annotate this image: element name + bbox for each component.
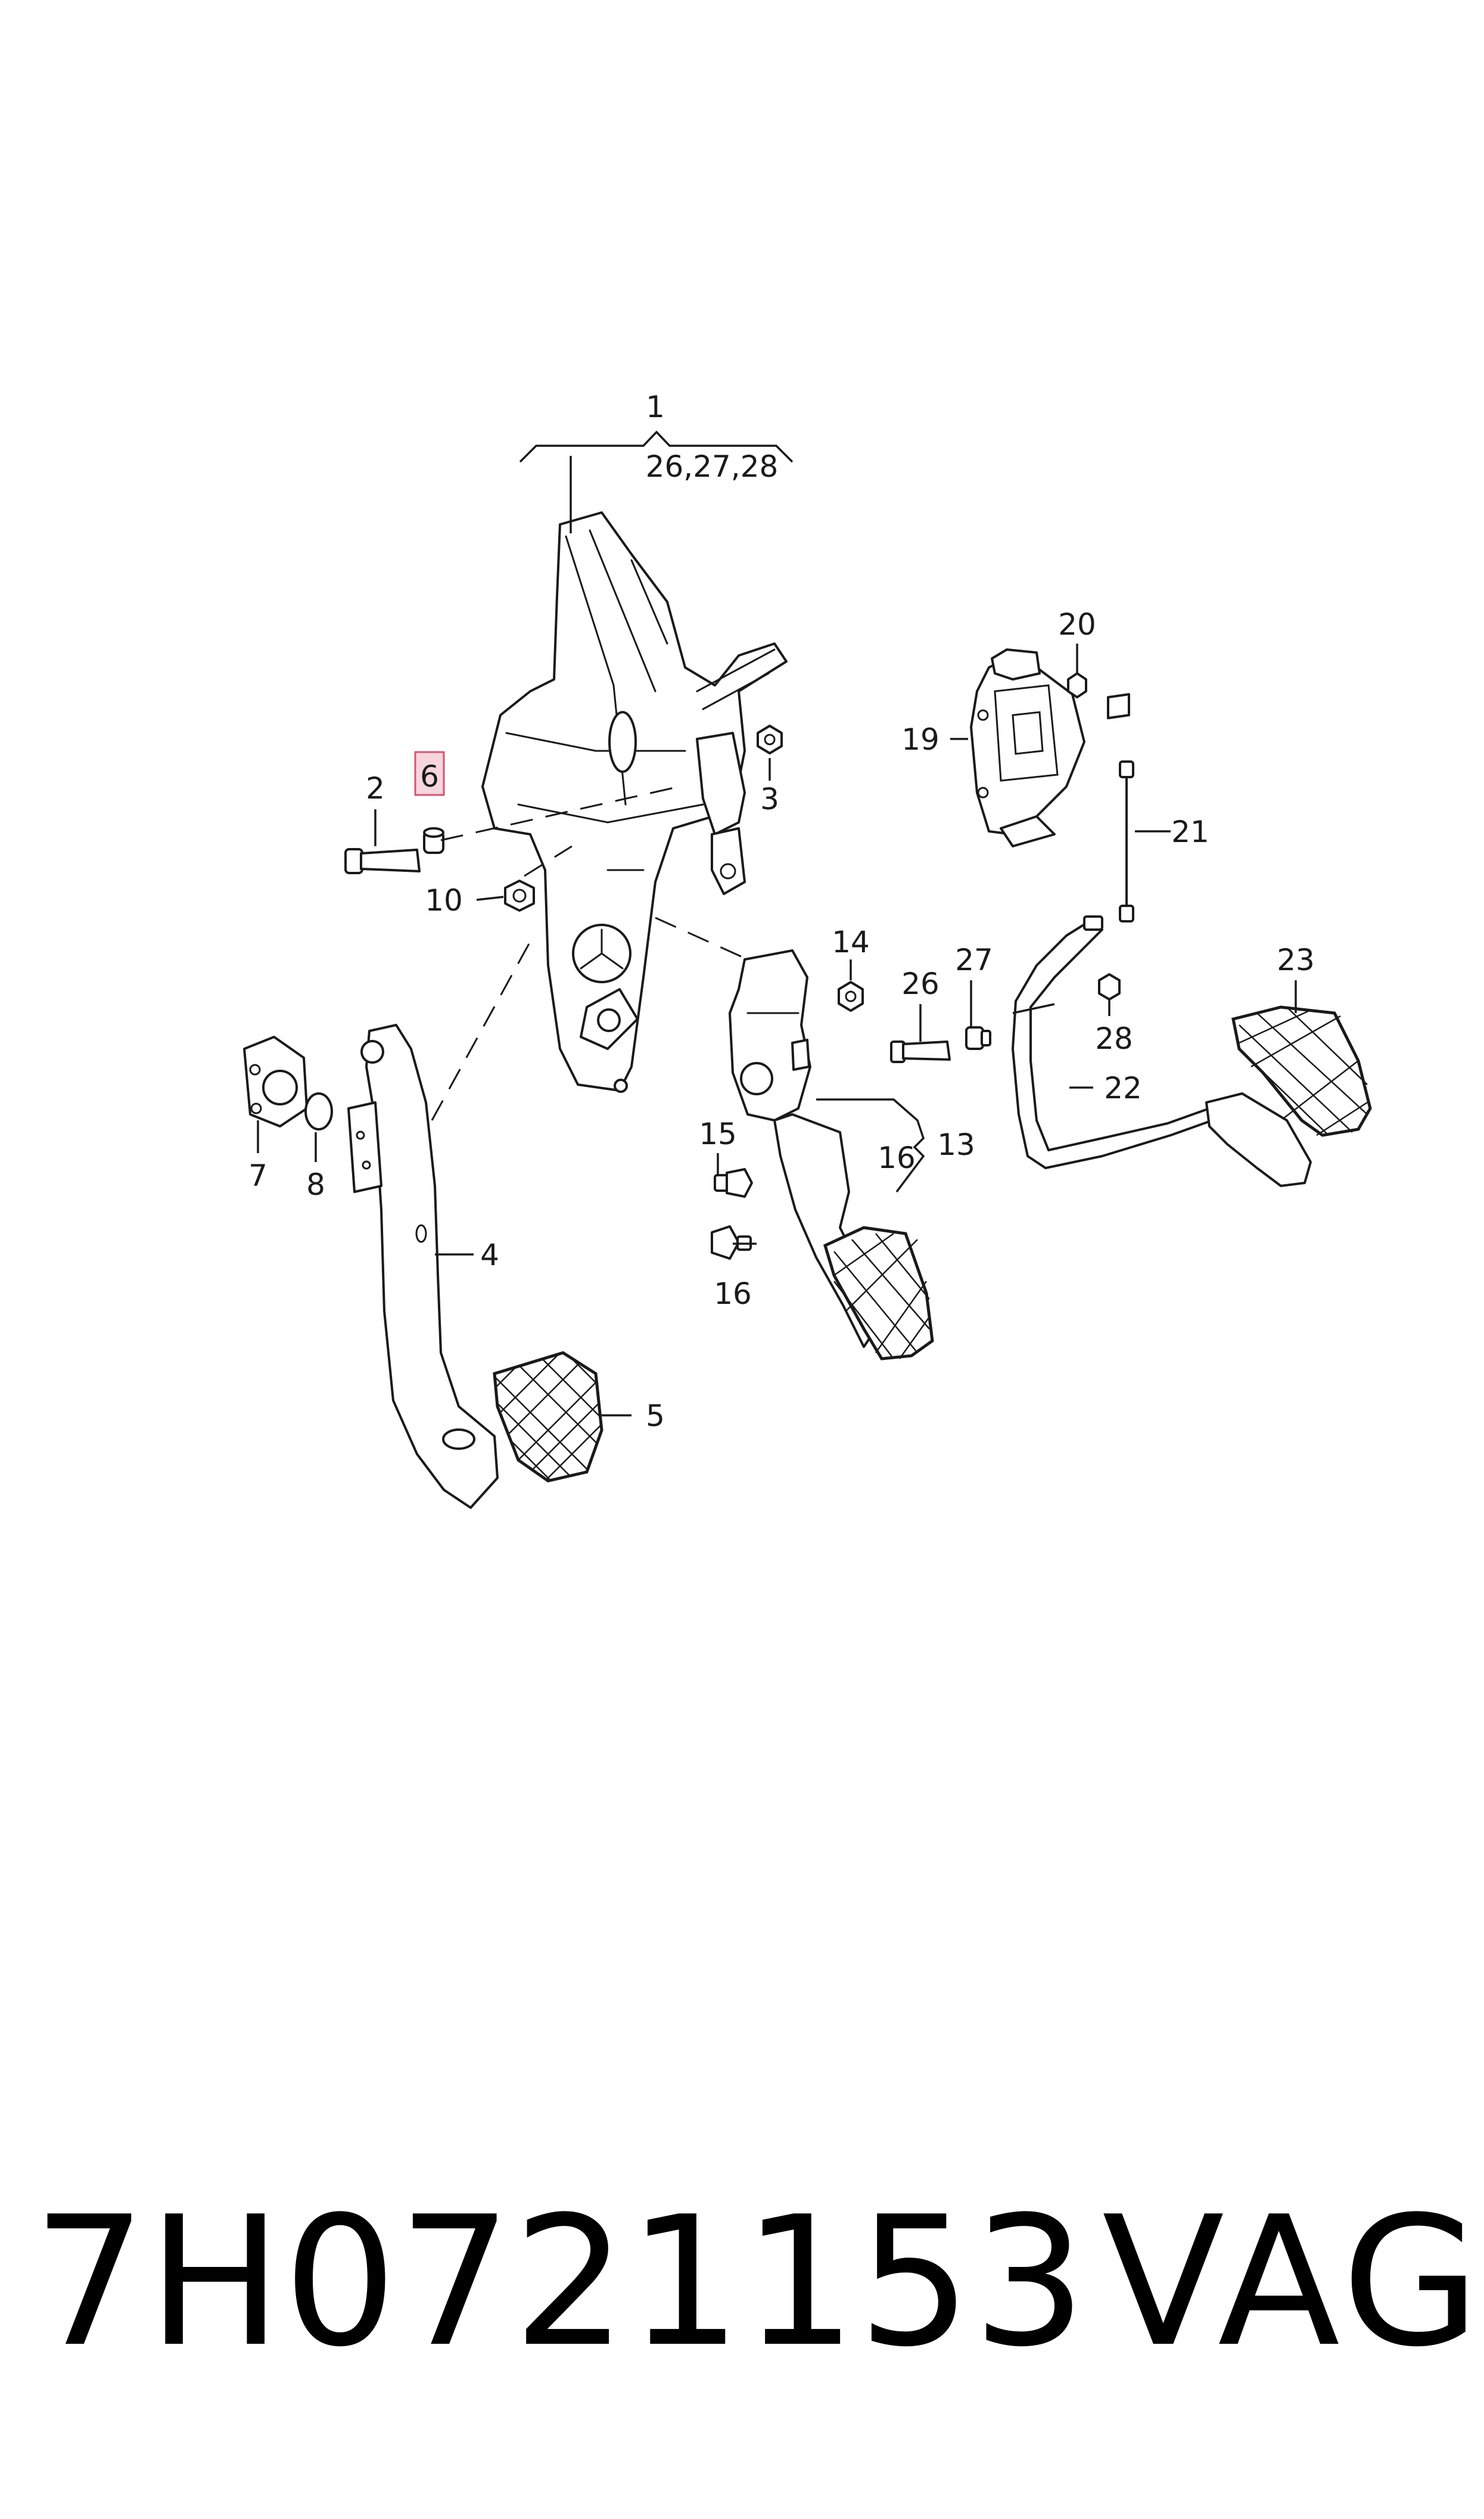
washer-8 (304, 1092, 333, 1130)
bracket-7 (243, 1036, 308, 1128)
nut-3 (757, 725, 783, 754)
callout-1: 1 (646, 390, 665, 424)
callout-21: 21 (1171, 815, 1209, 849)
pin-26 (890, 1040, 951, 1063)
callout-19: 19 (901, 722, 939, 757)
callout-15: 15 (699, 1117, 737, 1151)
callout-16-right: 16 (878, 1141, 916, 1175)
bushing-27 (965, 1026, 991, 1050)
bump-stop-15 (714, 1168, 753, 1198)
callout-6: 6 (420, 759, 439, 794)
nut-20 (1067, 672, 1087, 698)
leader-lines (257, 430, 1297, 1417)
callout-7: 7 (248, 1158, 267, 1193)
bump-stop-16 (711, 1225, 752, 1260)
callout-8: 8 (306, 1167, 325, 1202)
pedal-lever-22 (1012, 915, 1214, 1169)
sensor-unit-19 (970, 648, 1130, 847)
clutch-pedal-arm (347, 1024, 499, 1509)
callout-26: 26 (901, 967, 939, 1001)
clutch-pedal-pad (493, 1351, 603, 1483)
part-number: 7H0721153 (33, 2178, 1088, 2386)
footer: 7H0721153 VAG (0, 2193, 1484, 2408)
callout-28: 28 (1095, 1021, 1133, 1056)
bolt-2 (344, 848, 421, 874)
callout-5: 5 (646, 1399, 665, 1433)
callout-labels: 1 26,27,28 2 6 3 10 4 5 7 8 14 15 16 16 … (248, 390, 1315, 1433)
callout-22: 22 (1104, 1071, 1142, 1105)
callout-1-sub: 26,27,28 (646, 449, 779, 484)
callout-10: 10 (425, 883, 463, 918)
pedal-assembly-diagram: 1 26,27,28 2 6 3 10 4 5 7 8 14 15 16 16 … (243, 390, 1372, 1509)
callout-23: 23 (1277, 943, 1315, 977)
callout-4: 4 (480, 1238, 499, 1272)
callout-16-left: 16 (714, 1276, 752, 1311)
nut-10 (504, 880, 535, 912)
nut-28 (1098, 973, 1121, 1001)
callout-20: 20 (1058, 607, 1096, 642)
bushing-6 (423, 827, 444, 854)
nut-14 (838, 981, 864, 1012)
brand-name: VAG (1102, 2178, 1484, 2386)
pedal-bracket (481, 511, 788, 1093)
callout-27: 27 (955, 943, 993, 977)
callout-3: 3 (760, 782, 779, 816)
callout-14: 14 (832, 925, 870, 959)
callout-2: 2 (366, 771, 385, 806)
callout-13: 13 (937, 1128, 975, 1162)
accelerator-pedal-pad (823, 1226, 934, 1361)
link-rod-21 (1119, 760, 1134, 923)
highlight-box-6 (414, 751, 445, 796)
pedal-pad-23 (1205, 1005, 1372, 1187)
